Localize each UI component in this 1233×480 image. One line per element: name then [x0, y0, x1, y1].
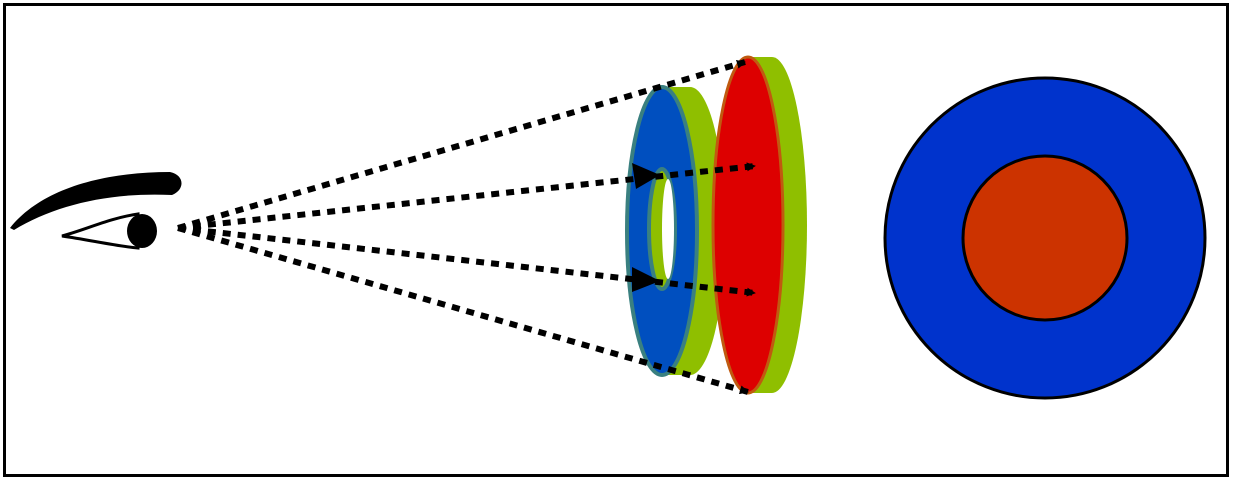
ring-arrowheads [632, 163, 660, 292]
sight-rays [177, 59, 756, 395]
eyebrow [10, 172, 182, 230]
pupil [127, 214, 157, 248]
ray-lower [177, 225, 756, 297]
target-inner [961, 154, 1129, 322]
disc-face [711, 55, 785, 395]
ray-upper [177, 162, 756, 231]
target-view [883, 76, 1207, 400]
ring-lens [625, 85, 725, 377]
disc-lens [711, 55, 807, 395]
eye-icon [10, 172, 182, 250]
